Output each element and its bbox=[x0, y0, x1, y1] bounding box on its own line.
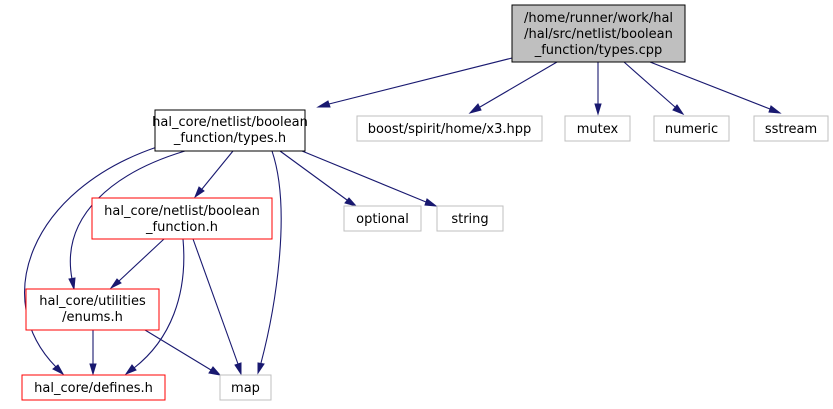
node-defines-h-label: hal_core/defines.h bbox=[34, 381, 153, 396]
node-defines-h[interactable]: hal_core/defines.h bbox=[21, 374, 166, 401]
node-enums-h-box bbox=[25, 288, 160, 331]
edge-boolean-function-h-to-enums-h bbox=[118, 238, 165, 282]
edge-root-to-types-h bbox=[328, 57, 513, 105]
edge-root-to-numeric-arrowhead bbox=[672, 104, 685, 116]
node-mutex-box bbox=[564, 115, 631, 142]
edge-types-h-to-string bbox=[301, 150, 427, 203]
node-numeric-label: numeric bbox=[665, 122, 718, 137]
edge-root-to-sstream bbox=[649, 61, 771, 110]
edge-root-to-sstream-arrowhead bbox=[768, 105, 782, 114]
node-mutex: mutex bbox=[564, 115, 631, 142]
node-string-label: string bbox=[451, 212, 488, 227]
node-root-box bbox=[511, 4, 686, 63]
node-types-h-line2: _function/types.h bbox=[173, 131, 286, 146]
node-root-line2: /hal/src/netlist/boolean bbox=[524, 27, 673, 42]
node-x3-hpp-box bbox=[356, 115, 543, 142]
node-enums-h-line2: /enums.h bbox=[62, 310, 123, 325]
edge-root-to-mutex-arrowhead bbox=[594, 103, 602, 116]
node-string: string bbox=[436, 205, 504, 232]
node-numeric-box bbox=[653, 115, 730, 142]
edge-root-to-numeric bbox=[623, 61, 676, 108]
edge-boolean-function-h-to-enums-h-arrowhead bbox=[109, 278, 122, 290]
edge-enums-h-to-map bbox=[144, 329, 212, 371]
edge-boolean-function-h-to-defines-h bbox=[133, 238, 185, 369]
edge-boolean-function-h-to-map-arrowhead bbox=[234, 362, 242, 376]
node-boolean-function-h[interactable]: hal_core/netlist/boolean _function.h bbox=[91, 197, 273, 240]
edge-enums-h-to-map-arrowhead bbox=[208, 366, 222, 376]
edge-root-to-x3 bbox=[479, 61, 558, 108]
node-mutex-label: mutex bbox=[577, 122, 619, 137]
node-types-h-line1: hal_core/netlist/boolean bbox=[152, 115, 308, 130]
node-sstream: sstream bbox=[753, 115, 829, 142]
edge-types-h-to-string-arrowhead bbox=[424, 198, 438, 207]
edge-types-h-to-map-arrowhead bbox=[257, 362, 265, 375]
node-types-h-box bbox=[154, 109, 306, 152]
node-map-box bbox=[219, 374, 272, 401]
edge-root-to-types-h-arrowhead bbox=[316, 100, 331, 108]
node-sstream-label: sstream bbox=[765, 122, 817, 137]
edge-types-h-to-map bbox=[260, 150, 282, 364]
edge-types-h-to-enums-h-arrowhead bbox=[68, 277, 76, 291]
node-types-h[interactable]: hal_core/netlist/boolean _function/types… bbox=[152, 109, 308, 152]
node-string-box bbox=[436, 205, 504, 232]
node-root-line3: _function/types.cpp bbox=[534, 43, 663, 58]
edge-enums-h-to-defines-h-arrowhead bbox=[89, 363, 97, 376]
node-enums-h[interactable]: hal_core/utilities /enums.h bbox=[25, 288, 160, 331]
node-boolean-function-h-box bbox=[91, 197, 273, 240]
edge-types-h-to-optional bbox=[279, 150, 348, 201]
node-defines-h-box bbox=[21, 374, 166, 401]
edge-boolean-function-h-to-defines-h-arrowhead bbox=[124, 364, 137, 376]
node-optional-label: optional bbox=[356, 212, 409, 227]
node-boolean-function-h-line1: hal_core/netlist/boolean bbox=[104, 204, 260, 219]
edge-types-h-to-defines-h bbox=[24, 146, 158, 368]
node-numeric: numeric bbox=[653, 115, 730, 142]
node-root-line1: /home/runner/work/hal bbox=[524, 11, 673, 26]
node-optional: optional bbox=[343, 205, 422, 232]
edge-root-to-x3-arrowhead bbox=[468, 103, 482, 114]
edge-types-h-to-optional-arrowhead bbox=[344, 197, 358, 207]
node-x3-hpp-label: boost/spirit/home/x3.hpp bbox=[368, 122, 532, 137]
node-x3-hpp: boost/spirit/home/x3.hpp bbox=[356, 115, 543, 142]
node-sstream-box bbox=[753, 115, 829, 142]
node-enums-h-line1: hal_core/utilities bbox=[39, 294, 146, 309]
node-map: map bbox=[219, 374, 272, 401]
node-boolean-function-h-line2: _function.h bbox=[145, 220, 218, 235]
node-optional-box bbox=[343, 205, 422, 232]
edge-boolean-function-h-to-map bbox=[192, 238, 239, 365]
node-root-types-cpp: /home/runner/work/hal /hal/src/netlist/b… bbox=[511, 4, 686, 63]
edge-types-h-to-boolean-function-h-arrowhead bbox=[193, 186, 205, 199]
node-map-label: map bbox=[231, 381, 260, 396]
edges bbox=[24, 57, 782, 376]
edge-types-h-to-defines-h-arrowhead bbox=[52, 364, 65, 376]
edge-types-h-to-boolean-function-h bbox=[201, 150, 234, 190]
